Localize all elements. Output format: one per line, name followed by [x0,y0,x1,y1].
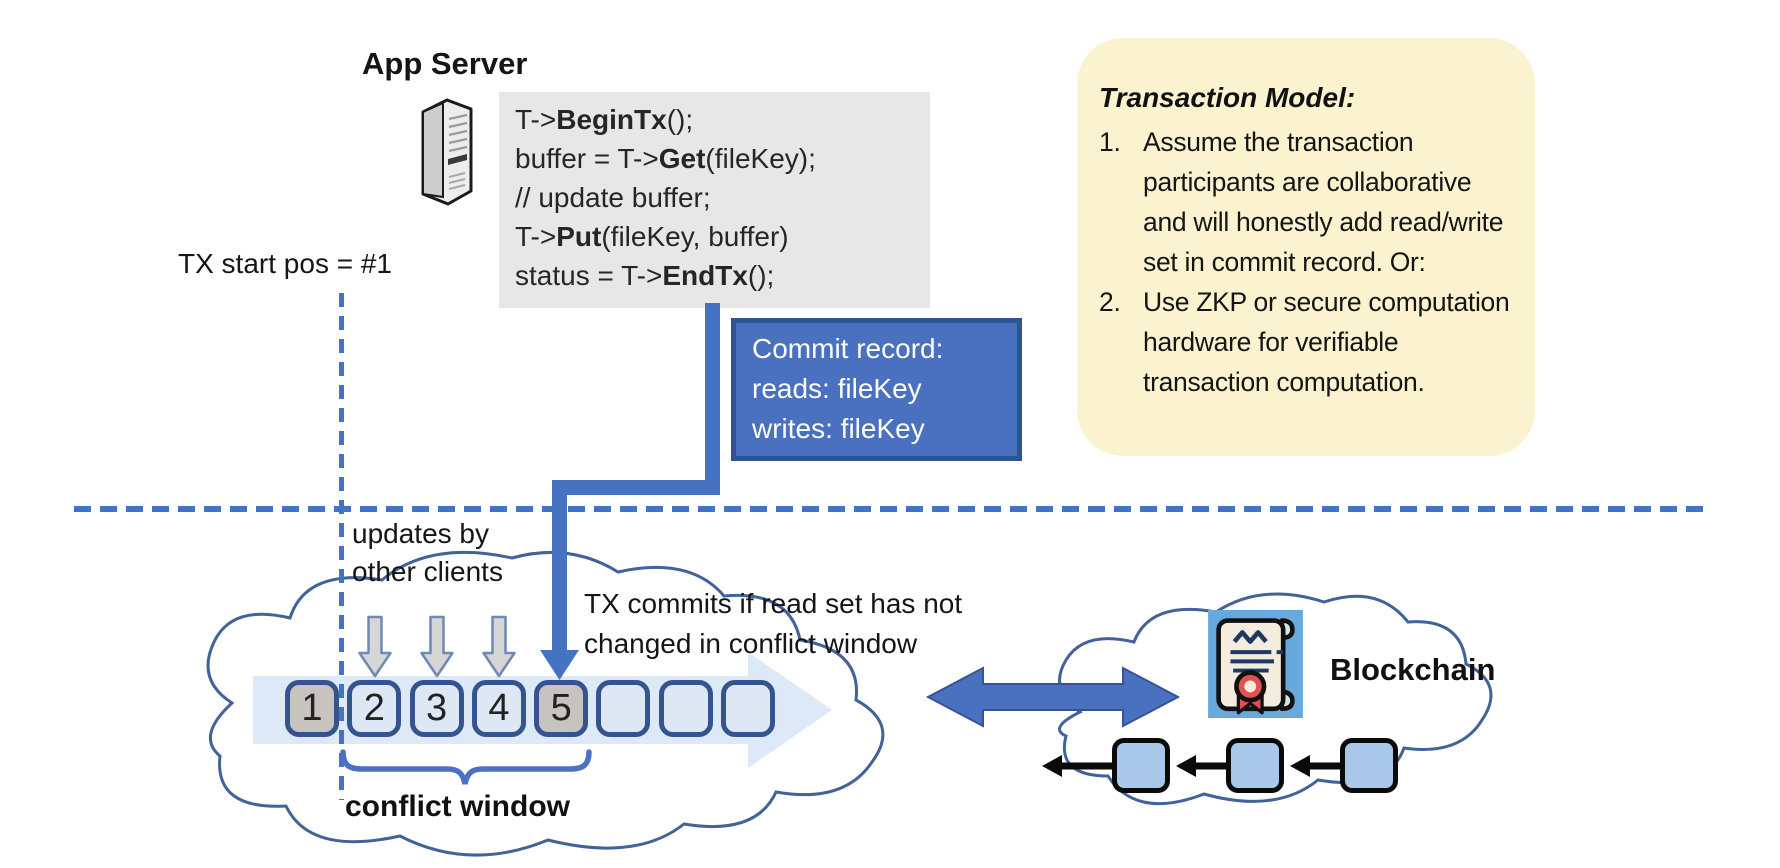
model-item-1: 1. Assume the transaction participants a… [1099,122,1519,282]
certificate-scroll-icon [1208,610,1303,718]
code-line: buffer = T->Get(fileKey); [515,143,816,174]
transaction-model-title: Transaction Model: [1099,82,1356,113]
updates-by-other-clients-label: updates by other clients [352,518,503,587]
commit-record-box: Commit record: reads: fileKey writes: fi… [731,318,1022,461]
timeline-slot [596,680,651,737]
server-icon [421,98,473,206]
blockchain-label: Blockchain [1330,652,1496,687]
update-arrows [358,615,516,678]
chain-block [1112,738,1170,793]
chain-link-arrows [1042,755,1342,777]
timeline-slot: 4 [471,680,526,737]
code-line: T->Put(fileKey, buffer) [515,221,789,252]
phase-divider-dashed-line [74,506,1712,512]
timeline-slot: 1 [285,680,339,737]
commit-record-line: reads: fileKey [752,373,922,404]
conflict-window-bracket [340,749,592,785]
tx-commits-note-label: TX commits if read set has not changed i… [584,588,963,659]
commit-record-line: Commit record: [752,333,944,364]
model-item-number: 1. [1099,127,1121,157]
app-server-title: App Server [362,46,528,81]
sync-double-arrow [925,666,1181,728]
code-line: // update buffer; [515,182,711,213]
timeline-slot: 2 [347,680,402,737]
chain-block [1226,738,1284,793]
commit-record-line: writes: fileKey [752,413,925,444]
code-line: status = T->EndTx(); [515,260,775,291]
timeline-slot [721,680,776,737]
code-line: T->BeginTx(); [515,104,694,135]
tx-start-dashed-line [339,293,344,800]
timeline-slot: 3 [409,680,464,737]
model-item-number: 2. [1099,287,1121,317]
conflict-window-label: conflict window [345,790,570,823]
chain-block [1340,738,1398,793]
model-item-text: Use ZKP or secure computation hardware f… [1143,287,1510,397]
model-item-text: Assume the transaction participants are … [1143,127,1504,277]
tx-start-pos-label: TX start pos = #1 [178,248,392,279]
transaction-model-box: Transaction Model: 1. Assume the transac… [1077,38,1535,456]
timeline-slot [658,680,713,737]
transaction-code-block: T->BeginTx(); buffer = T->Get(fileKey); //… [499,92,930,308]
timeline-slot: 5 [534,680,589,737]
model-item-2: 2. Use ZKP or secure computation hardwar… [1099,282,1519,402]
